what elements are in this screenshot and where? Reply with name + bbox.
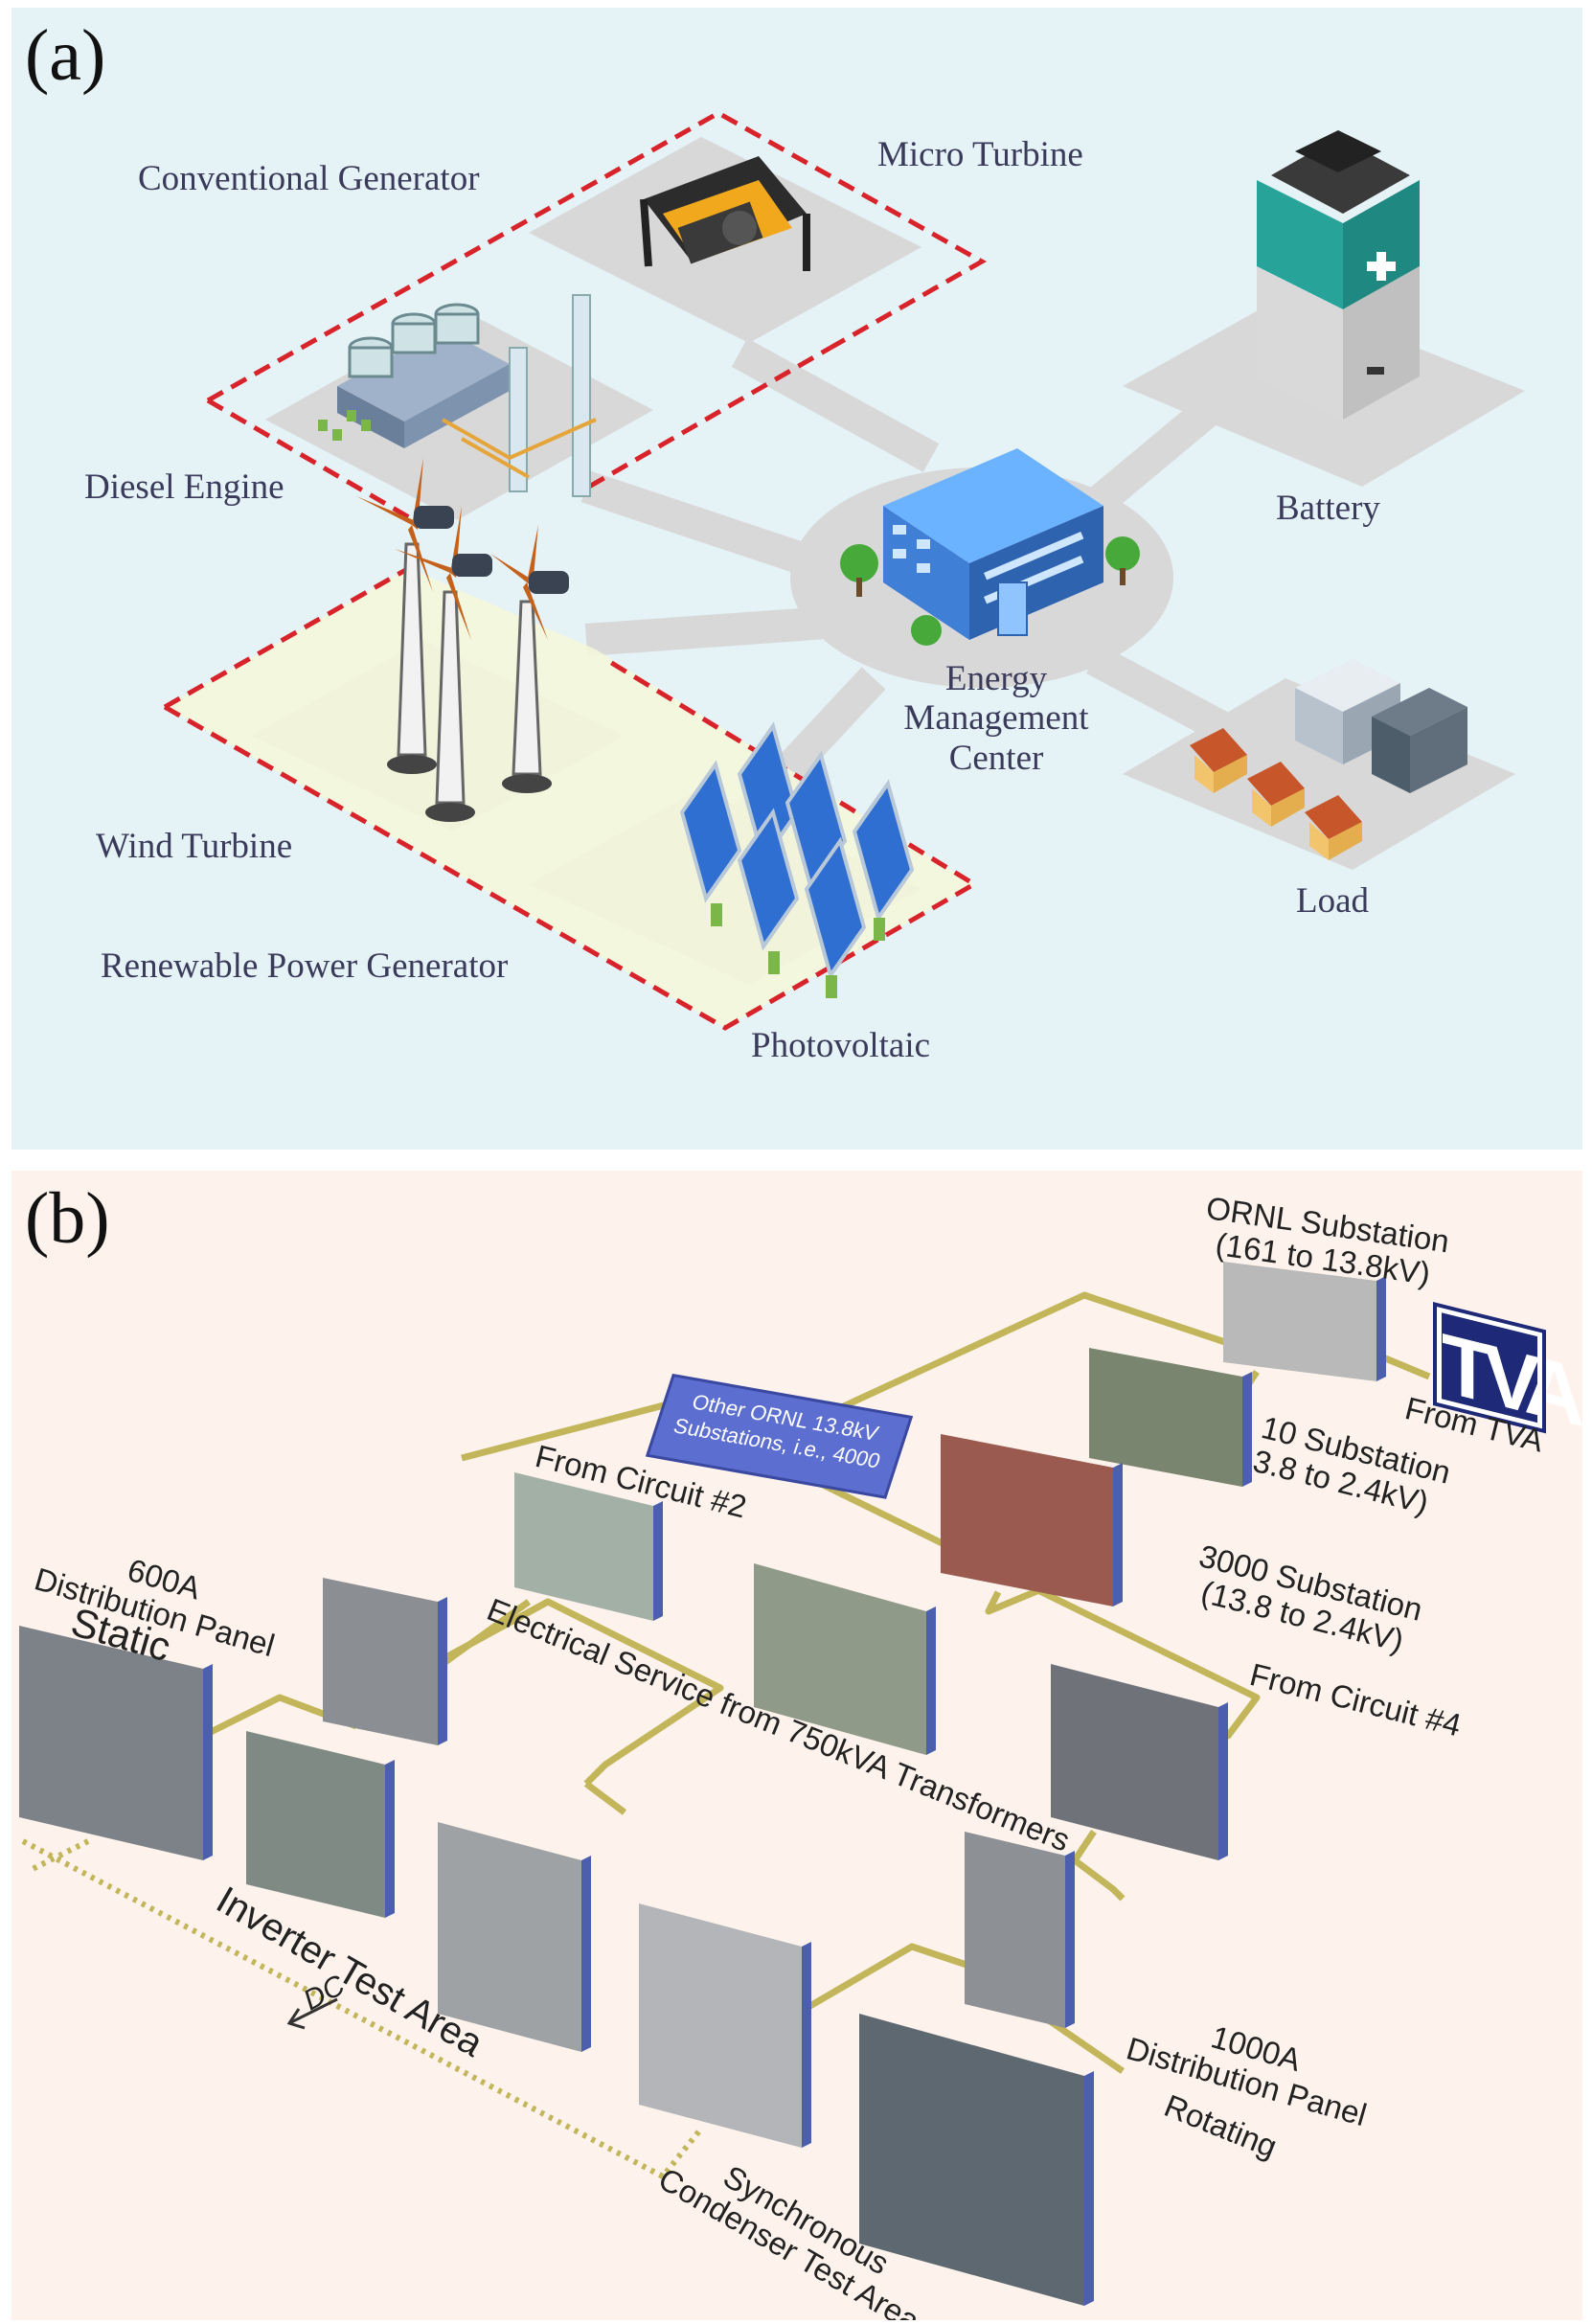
label-diesel-engine: Diesel Engine xyxy=(84,467,284,507)
dc-arrow xyxy=(286,1997,338,2030)
label-conventional-generator: Conventional Generator xyxy=(138,159,480,198)
label-micro-turbine: Micro Turbine xyxy=(877,135,1083,174)
panel-a-microgrid-diagram: (a) Conventional Generator Micro Turbine… xyxy=(11,8,1582,1150)
microgrid-illustration xyxy=(163,110,1525,1031)
label-load: Load xyxy=(1296,881,1370,921)
dashed-boundaries xyxy=(163,110,988,1031)
label-battery: Battery xyxy=(1276,489,1380,528)
label-energy-management-center: Energy Management Center xyxy=(872,659,1121,778)
equipment-photo-icon xyxy=(19,1262,1386,2306)
battery-icon xyxy=(1257,130,1420,420)
power-plant-icon xyxy=(318,294,597,497)
label-energy-management-line-3: Center xyxy=(948,738,1044,778)
label-energy-management-line-2: Management xyxy=(903,698,1089,739)
solar-panel-icon xyxy=(679,721,915,998)
panel-label-b: (b) xyxy=(25,1178,110,1259)
panel-label-a: (a) xyxy=(25,15,106,96)
wind-turbine-icon xyxy=(356,458,569,822)
label-renewable-power-generator: Renewable Power Generator xyxy=(101,946,509,986)
label-photovoltaic: Photovoltaic xyxy=(751,1026,931,1065)
generator-icon xyxy=(640,156,810,271)
facility-wiring-illustration xyxy=(19,1262,1431,2306)
panel-b-test-facility-diagram: (b) ORNL Substation (161 to 13.8kV) TVA … xyxy=(11,1171,1582,2320)
label-energy-management-line-1: Energy xyxy=(944,659,1048,698)
dc-link xyxy=(21,1838,704,2180)
building-icon xyxy=(883,448,1103,640)
label-wind-turbine: Wind Turbine xyxy=(96,827,293,866)
houses-icon xyxy=(1190,659,1467,860)
tree-icon xyxy=(840,536,1140,646)
